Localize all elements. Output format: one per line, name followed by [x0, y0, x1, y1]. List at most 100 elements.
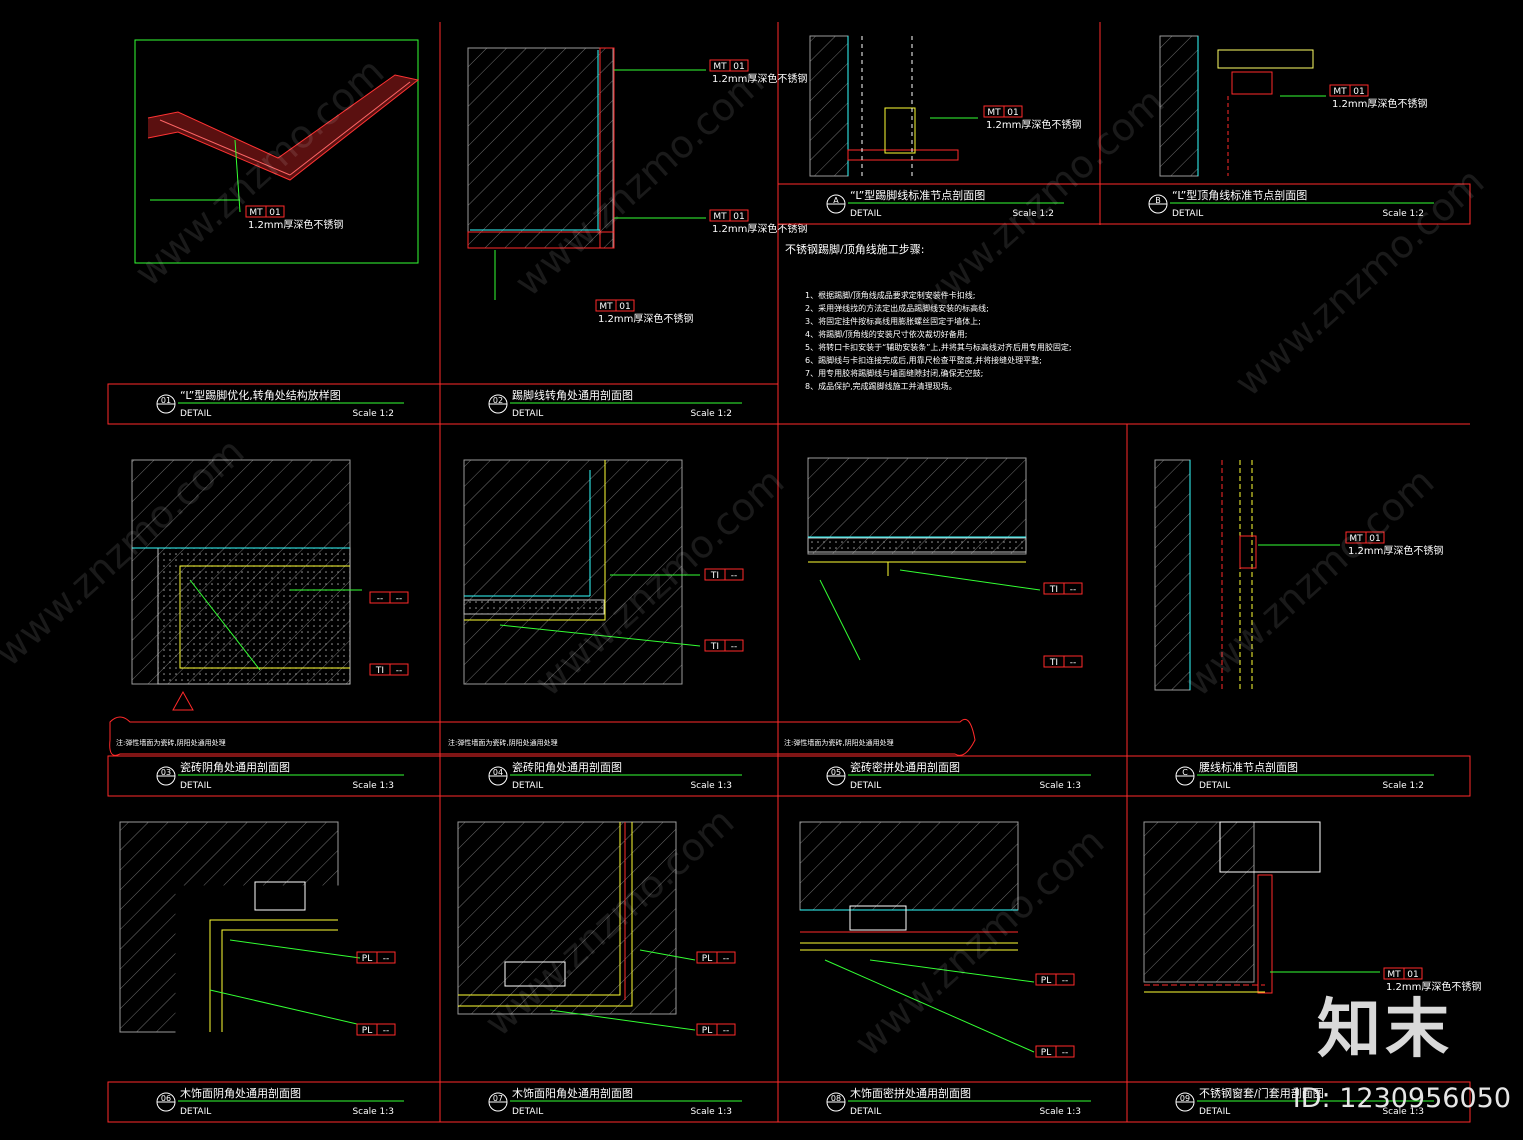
leader — [234, 139, 241, 213]
wood-face — [209, 919, 338, 1032]
tag-number-box — [1403, 967, 1423, 980]
tag-number: -- — [396, 594, 403, 604]
tag-spec: 1.2mm厚深色不锈钢 — [712, 72, 807, 85]
step-item: 8、成品保护,完成踢脚线施工并清理现场。 — [805, 381, 957, 391]
detail-word: DETAIL — [512, 409, 543, 419]
detail-scale: Scale 1:2 — [1012, 209, 1054, 219]
l-skirting-edge — [289, 81, 411, 176]
detail-word: DETAIL — [850, 781, 881, 791]
tag-number-box — [1063, 582, 1083, 595]
tag-code: PL — [1041, 976, 1051, 986]
detail-number: 03 — [161, 768, 171, 777]
detail-number: B — [1155, 196, 1161, 205]
tag-code: TI — [1049, 585, 1058, 595]
tag-spec: 1.2mm厚深色不锈钢 — [986, 118, 1081, 131]
step-item: 2、采用弹线找的方法定出成品踢脚线安装的标高线; — [805, 303, 989, 313]
image-id-label: ID: 1230956050 — [1292, 1083, 1511, 1114]
tag-number: -- — [731, 571, 738, 581]
detail-word: DETAIL — [512, 1107, 543, 1117]
tag-spec: 1.2mm厚深色不锈钢 — [1348, 544, 1443, 557]
tag-number: 01 — [733, 62, 744, 72]
ceiling-board — [1217, 49, 1314, 69]
leader — [189, 579, 261, 671]
step-item: 3、将固定挂件按标高线用膨胀螺丝固定于墙体上; — [805, 316, 981, 326]
tag-code: TI — [710, 571, 719, 581]
tag-code: PL — [362, 954, 372, 964]
leader — [899, 569, 1041, 591]
tag-number: -- — [1070, 585, 1077, 595]
screed-layer — [807, 537, 1027, 553]
detail-number: 04 — [493, 768, 503, 777]
screed-layer — [463, 599, 605, 615]
detail-title: 不锈钢窗套/门套用剖面图 — [1199, 1086, 1324, 1100]
leader — [869, 959, 1035, 983]
tag-code: PL — [702, 1026, 712, 1036]
detail-scale: Scale 1:2 — [1382, 781, 1424, 791]
detail-word: DETAIL — [1199, 781, 1230, 791]
steps-title: 不锈钢踢脚/顶角线施工步骤: — [785, 242, 924, 256]
leader — [549, 1009, 696, 1031]
tag-code: PL — [702, 954, 712, 964]
leader — [819, 579, 861, 661]
detail-number: 02 — [493, 396, 503, 405]
brand-logo: 知末 — [1317, 993, 1453, 1067]
tag-code: MT — [713, 62, 727, 72]
detail-number: 07 — [493, 1094, 503, 1103]
tag-number-box — [615, 299, 635, 312]
detail-number: A — [833, 196, 839, 205]
clip-profile — [884, 107, 916, 154]
tag-number-box — [729, 209, 749, 222]
detail-title: 踢脚线转角处通用剖面图 — [512, 388, 633, 402]
detail-word: DETAIL — [180, 409, 211, 419]
tag-number-box — [1063, 655, 1083, 668]
detail-scale: Scale 1:3 — [1039, 781, 1081, 791]
cloud-note: 注:弹性墙面为瓷砖,阴阳处通用处理 — [784, 738, 894, 747]
tag-number: 01 — [1369, 534, 1380, 544]
hatched-wall — [1154, 459, 1191, 691]
drawing-viewport-frame — [134, 39, 419, 264]
tag-code: -- — [377, 594, 384, 604]
tag-spec: 1.2mm厚深色不锈钢 — [1386, 980, 1481, 993]
tag-number-box — [729, 59, 749, 72]
detail-word: DETAIL — [1172, 209, 1203, 219]
tag-number: 01 — [619, 302, 630, 312]
detail-title: “L”型踢脚线标准节点剖面图 — [850, 188, 985, 202]
cornice-profile — [1231, 71, 1273, 95]
hatched-wall — [1159, 35, 1199, 177]
tag-spec: 1.2mm厚深色不锈钢 — [1332, 97, 1427, 110]
tag-number-box — [716, 951, 736, 964]
detail-word: DETAIL — [180, 1107, 211, 1117]
wood-face — [221, 929, 338, 1032]
detail-word: DETAIL — [512, 781, 543, 791]
leader — [639, 949, 696, 961]
detail-scale: Scale 1:2 — [1382, 209, 1424, 219]
wood-face — [458, 822, 621, 996]
detail-scale: Scale 1:3 — [690, 1107, 732, 1117]
tag-number: -- — [731, 642, 738, 652]
hatched-wall — [809, 35, 849, 177]
detail-scale: Scale 1:2 — [352, 409, 394, 419]
tag-number: -- — [1070, 658, 1077, 668]
detail-word: DETAIL — [850, 209, 881, 219]
tag-code: PL — [362, 1026, 372, 1036]
tag-spec: 1.2mm厚深色不锈钢 — [712, 222, 807, 235]
detail-title: 腰线标准节点剖面图 — [1199, 760, 1298, 774]
steel-casing — [1257, 874, 1273, 994]
tag-code: MT — [599, 302, 613, 312]
waist-line-profile — [1239, 535, 1257, 569]
detail-number: 01 — [161, 396, 171, 405]
clip-bracket — [254, 881, 306, 911]
tag-number-box — [1365, 531, 1385, 544]
tag-code: MT — [249, 208, 263, 218]
tag-code: PL — [1041, 1048, 1051, 1058]
tag-number-box — [376, 951, 396, 964]
tag-number-box — [1349, 84, 1369, 97]
title-block-border — [1099, 183, 1471, 225]
tag-number: 01 — [1007, 108, 1018, 118]
detail-scale: Scale 1:3 — [352, 781, 394, 791]
tag-number: 01 — [733, 212, 744, 222]
tag-number: -- — [396, 666, 403, 676]
